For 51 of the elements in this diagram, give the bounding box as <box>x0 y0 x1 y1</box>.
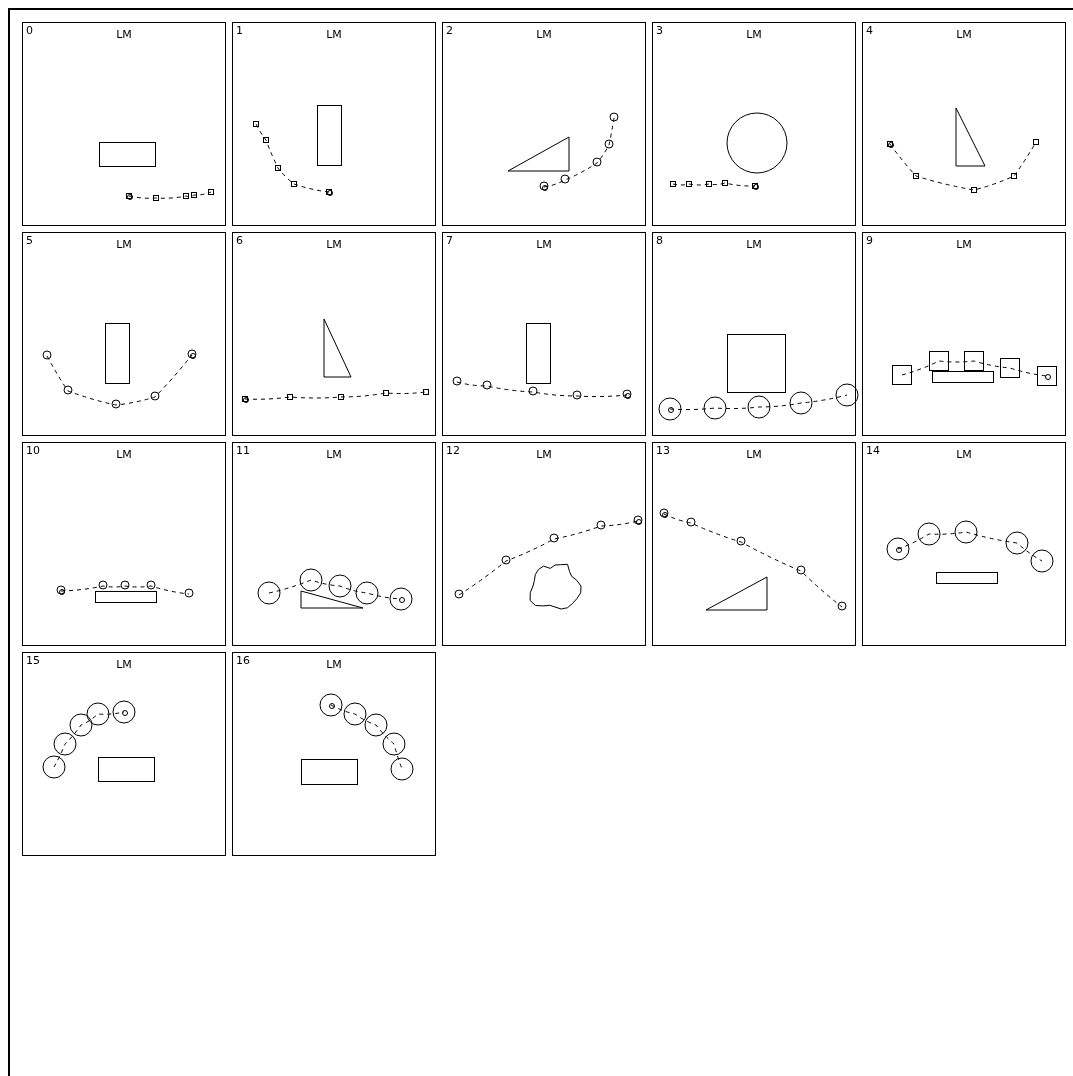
plot-panel <box>232 232 436 436</box>
panel-number: 12 <box>446 444 460 457</box>
panel-label: LM <box>536 238 552 251</box>
panel-label: LM <box>746 238 762 251</box>
plot-panel <box>652 442 856 646</box>
plot-panel <box>22 232 226 436</box>
plot-panel <box>22 652 226 856</box>
panel-number: 1 <box>236 24 243 37</box>
panel-label: LM <box>746 28 762 41</box>
plot-panel <box>22 442 226 646</box>
plot-panel <box>442 22 646 226</box>
plot-panel <box>652 22 856 226</box>
panel-label: LM <box>116 238 132 251</box>
panel-number: 10 <box>26 444 40 457</box>
plot-panel <box>232 22 436 226</box>
panel-number: 11 <box>236 444 250 457</box>
plot-panel <box>22 22 226 226</box>
panel-label: LM <box>956 238 972 251</box>
panel-label: LM <box>116 448 132 461</box>
panel-number: 13 <box>656 444 670 457</box>
plot-panel <box>862 22 1066 226</box>
panel-number: 6 <box>236 234 243 247</box>
plot-panel <box>862 442 1066 646</box>
panel-number: 3 <box>656 24 663 37</box>
panel-label: LM <box>116 658 132 671</box>
panel-number: 15 <box>26 654 40 667</box>
panel-number: 2 <box>446 24 453 37</box>
panel-label: LM <box>326 448 342 461</box>
panel-number: 5 <box>26 234 33 247</box>
panel-number: 4 <box>866 24 873 37</box>
plot-panel <box>442 232 646 436</box>
plot-panel <box>232 442 436 646</box>
panel-label: LM <box>956 448 972 461</box>
panel-number: 0 <box>26 24 33 37</box>
panel-number: 8 <box>656 234 663 247</box>
panel-number: 9 <box>866 234 873 247</box>
panel-number: 16 <box>236 654 250 667</box>
plot-panel <box>232 652 436 856</box>
panel-label: LM <box>116 28 132 41</box>
panel-label: LM <box>326 658 342 671</box>
panel-label: LM <box>326 238 342 251</box>
plot-panel <box>442 442 646 646</box>
panel-label: LM <box>326 28 342 41</box>
panel-number: 7 <box>446 234 453 247</box>
panel-label: LM <box>956 28 972 41</box>
panel-number: 14 <box>866 444 880 457</box>
plot-panel <box>862 232 1066 436</box>
plot-panel <box>652 232 856 436</box>
panel-label: LM <box>746 448 762 461</box>
panel-label: LM <box>536 448 552 461</box>
panel-label: LM <box>536 28 552 41</box>
